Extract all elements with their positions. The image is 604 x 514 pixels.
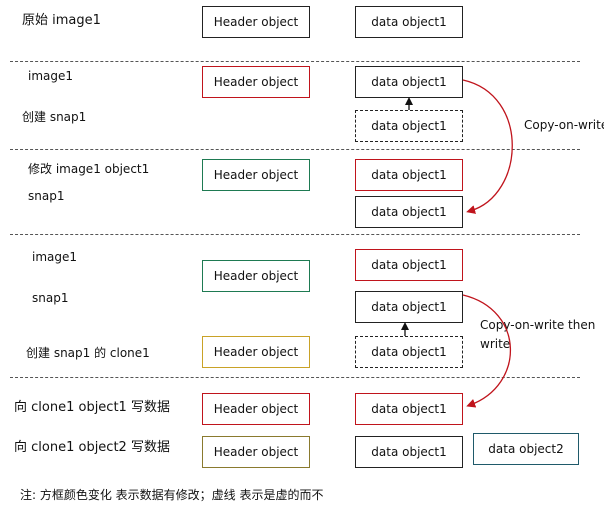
header-object-clone1-write1: Header object <box>202 393 310 425</box>
data-object1-image1-original: data object1 <box>355 6 463 38</box>
label-create-clone1: 创建 snap1 的 clone1 <box>26 346 150 360</box>
section-divider <box>10 149 580 150</box>
data-object1-snap1-virtual: data object1 <box>355 110 463 142</box>
data-object1-snap1: data object1 <box>355 291 463 323</box>
data-object1-image1: data object1 <box>355 66 463 98</box>
header-object-clone1: Header object <box>202 336 310 368</box>
label-write-clone1-object1: 向 clone1 object1 写数据 <box>14 400 170 415</box>
data-object1-snap1: data object1 <box>355 196 463 228</box>
header-object-clone1-write2: Header object <box>202 436 310 468</box>
copy-on-write-then-label: Copy-on-write then <box>480 318 596 332</box>
data-object1-image1-modified: data object1 <box>355 159 463 191</box>
section-divider <box>10 234 580 235</box>
data-object2-clone1: data object2 <box>473 433 579 465</box>
data-object1-clone1: data object1 <box>355 393 463 425</box>
copy-on-write-label: Copy-on-write <box>524 118 604 132</box>
data-object1-clone1-obj2-row: data object1 <box>355 436 463 468</box>
label-create-snap1: 创建 snap1 <box>22 110 87 124</box>
label-snap1: snap1 <box>32 291 69 305</box>
footnote: 注: 方框颜色变化 表示数据有修改；虚线 表示是虚的而不 <box>20 488 324 502</box>
label-original-image1: 原始 image1 <box>22 13 101 28</box>
copy-on-write-arrow-1 <box>462 79 513 214</box>
label-image1: image1 <box>32 250 78 264</box>
label-write-clone1-object2: 向 clone1 object2 写数据 <box>14 440 170 455</box>
label-modify-image1-object1: 修改 image1 object1 <box>28 162 150 176</box>
label-image1: image1 <box>28 69 74 83</box>
label-snap1: snap1 <box>28 189 65 203</box>
header-object-image1: Header object <box>202 260 310 292</box>
write-label: write <box>480 337 511 351</box>
header-object-image1: Header object <box>202 66 310 98</box>
section-divider <box>10 377 580 378</box>
data-object1-image1: data object1 <box>355 249 463 281</box>
section-divider <box>10 61 580 62</box>
header-object-image1-modified: Header object <box>202 159 310 191</box>
data-object1-clone1-virtual: data object1 <box>355 336 463 368</box>
header-object-image1-original: Header object <box>202 6 310 38</box>
